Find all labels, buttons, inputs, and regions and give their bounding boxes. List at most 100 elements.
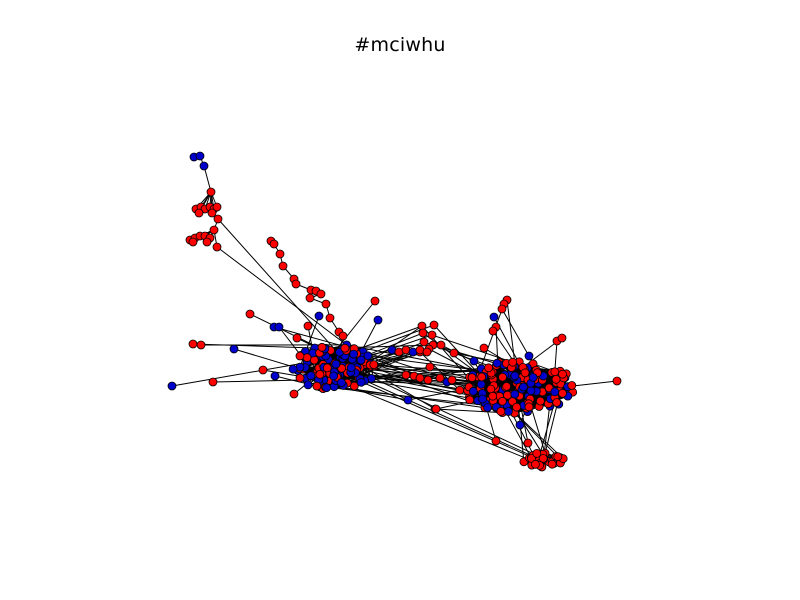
graph-node-blue [329, 371, 339, 381]
graph-node-red [415, 373, 425, 383]
graph-node-red [436, 340, 446, 350]
graph-node-blue [478, 394, 488, 404]
graph-node-red [370, 296, 380, 306]
graph-edge [278, 326, 302, 356]
graph-node-red [536, 396, 545, 406]
graph-node-blue [468, 386, 478, 396]
graph-node-red [206, 187, 216, 197]
graph-node-red [524, 402, 534, 412]
graph-node-red [558, 388, 567, 398]
graph-node-red [477, 372, 487, 382]
graph-node-red [292, 333, 302, 343]
graph-node-blue [483, 403, 493, 413]
graph-node-blue [167, 381, 177, 391]
graph-node-red [188, 339, 198, 349]
graph-edge [554, 340, 558, 372]
graph-node-blue [489, 312, 499, 322]
graph-node-red [447, 375, 457, 385]
graph-node-red [321, 299, 331, 309]
graph-node-red [316, 289, 326, 299]
graph-node-red [551, 374, 561, 384]
graph-node-blue [314, 311, 324, 321]
graph-node-red [496, 406, 506, 416]
graph-edge [216, 246, 354, 350]
graph-node-blue [331, 359, 341, 369]
graph-node-blue [519, 382, 528, 392]
graph-node-red [488, 326, 498, 336]
graph-node-blue [229, 344, 239, 354]
graph-node-red [338, 331, 348, 341]
graph-node-red [547, 459, 557, 469]
graph-node-blue [524, 351, 534, 361]
graph-node-red [275, 249, 285, 259]
graph-node-blue [303, 380, 313, 390]
graph-node-red [212, 202, 222, 212]
graph-node-blue [349, 349, 359, 359]
graph-node-blue [356, 377, 366, 387]
edge-layer [171, 155, 618, 468]
graph-node-red [532, 448, 542, 458]
graph-node-red [213, 214, 223, 224]
graph-edge [350, 367, 555, 464]
graph-node-blue [403, 395, 413, 405]
graph-node-red [552, 398, 562, 407]
graph-node-red [491, 436, 501, 446]
graph-edge [332, 332, 424, 370]
graph-node-blue [356, 355, 366, 365]
graph-node-red [401, 370, 411, 380]
graph-node-red [427, 330, 437, 340]
graph-node-red [245, 309, 255, 319]
graph-node-blue [510, 371, 520, 381]
graph-edge [434, 408, 503, 414]
graph-edge [319, 383, 485, 409]
graph-node-red [488, 391, 498, 401]
graph-node-red [208, 377, 218, 387]
graph-edge [203, 165, 212, 193]
graph-node-red [317, 342, 327, 352]
graph-node-red [303, 321, 313, 331]
graph-node-red [520, 368, 530, 378]
graph-node-red [497, 396, 507, 406]
graph-node-blue [199, 161, 209, 171]
graph-node-blue [346, 363, 356, 373]
graph-node-red [419, 337, 429, 347]
graph-node-blue [322, 383, 332, 393]
graph-node-blue [270, 371, 280, 381]
graph-node-red [194, 208, 204, 218]
graph-node-red [207, 208, 217, 218]
graph-node-blue [336, 378, 346, 388]
graph-node-red [258, 365, 268, 375]
graph-node-red [449, 348, 459, 358]
graph-node-red [423, 375, 433, 385]
graph-node-blue [526, 386, 536, 396]
graph-node-red [567, 381, 577, 390]
graph-edge [217, 218, 344, 359]
graph-node-red [422, 347, 432, 357]
graph-node-red [435, 373, 445, 383]
graph-node-red [558, 369, 567, 379]
graph-node-blue [373, 315, 383, 325]
graph-node-red [467, 373, 477, 383]
graph-node-blue [306, 371, 316, 381]
graph-node-blue [363, 351, 373, 361]
graph-node-red [612, 376, 622, 386]
graph-edge [318, 379, 520, 388]
graph-node-red [431, 404, 441, 414]
graph-node-red [484, 363, 494, 373]
graph-node-red [340, 343, 350, 353]
graph-node-red [502, 381, 512, 391]
graph-node-blue [528, 373, 538, 382]
graph-node-red [508, 357, 518, 367]
graph-node-red [269, 239, 279, 249]
graph-node-red [512, 402, 521, 412]
graph-node-blue [503, 407, 513, 416]
graph-node-red [429, 320, 439, 330]
graph-node-red [497, 304, 507, 314]
graph-node-red [295, 351, 305, 361]
graph-node-blue [288, 364, 298, 374]
graph-node-red [202, 237, 212, 247]
graph-node-red [295, 373, 305, 383]
graph-node-red [291, 279, 301, 289]
graph-node-red [538, 453, 548, 463]
